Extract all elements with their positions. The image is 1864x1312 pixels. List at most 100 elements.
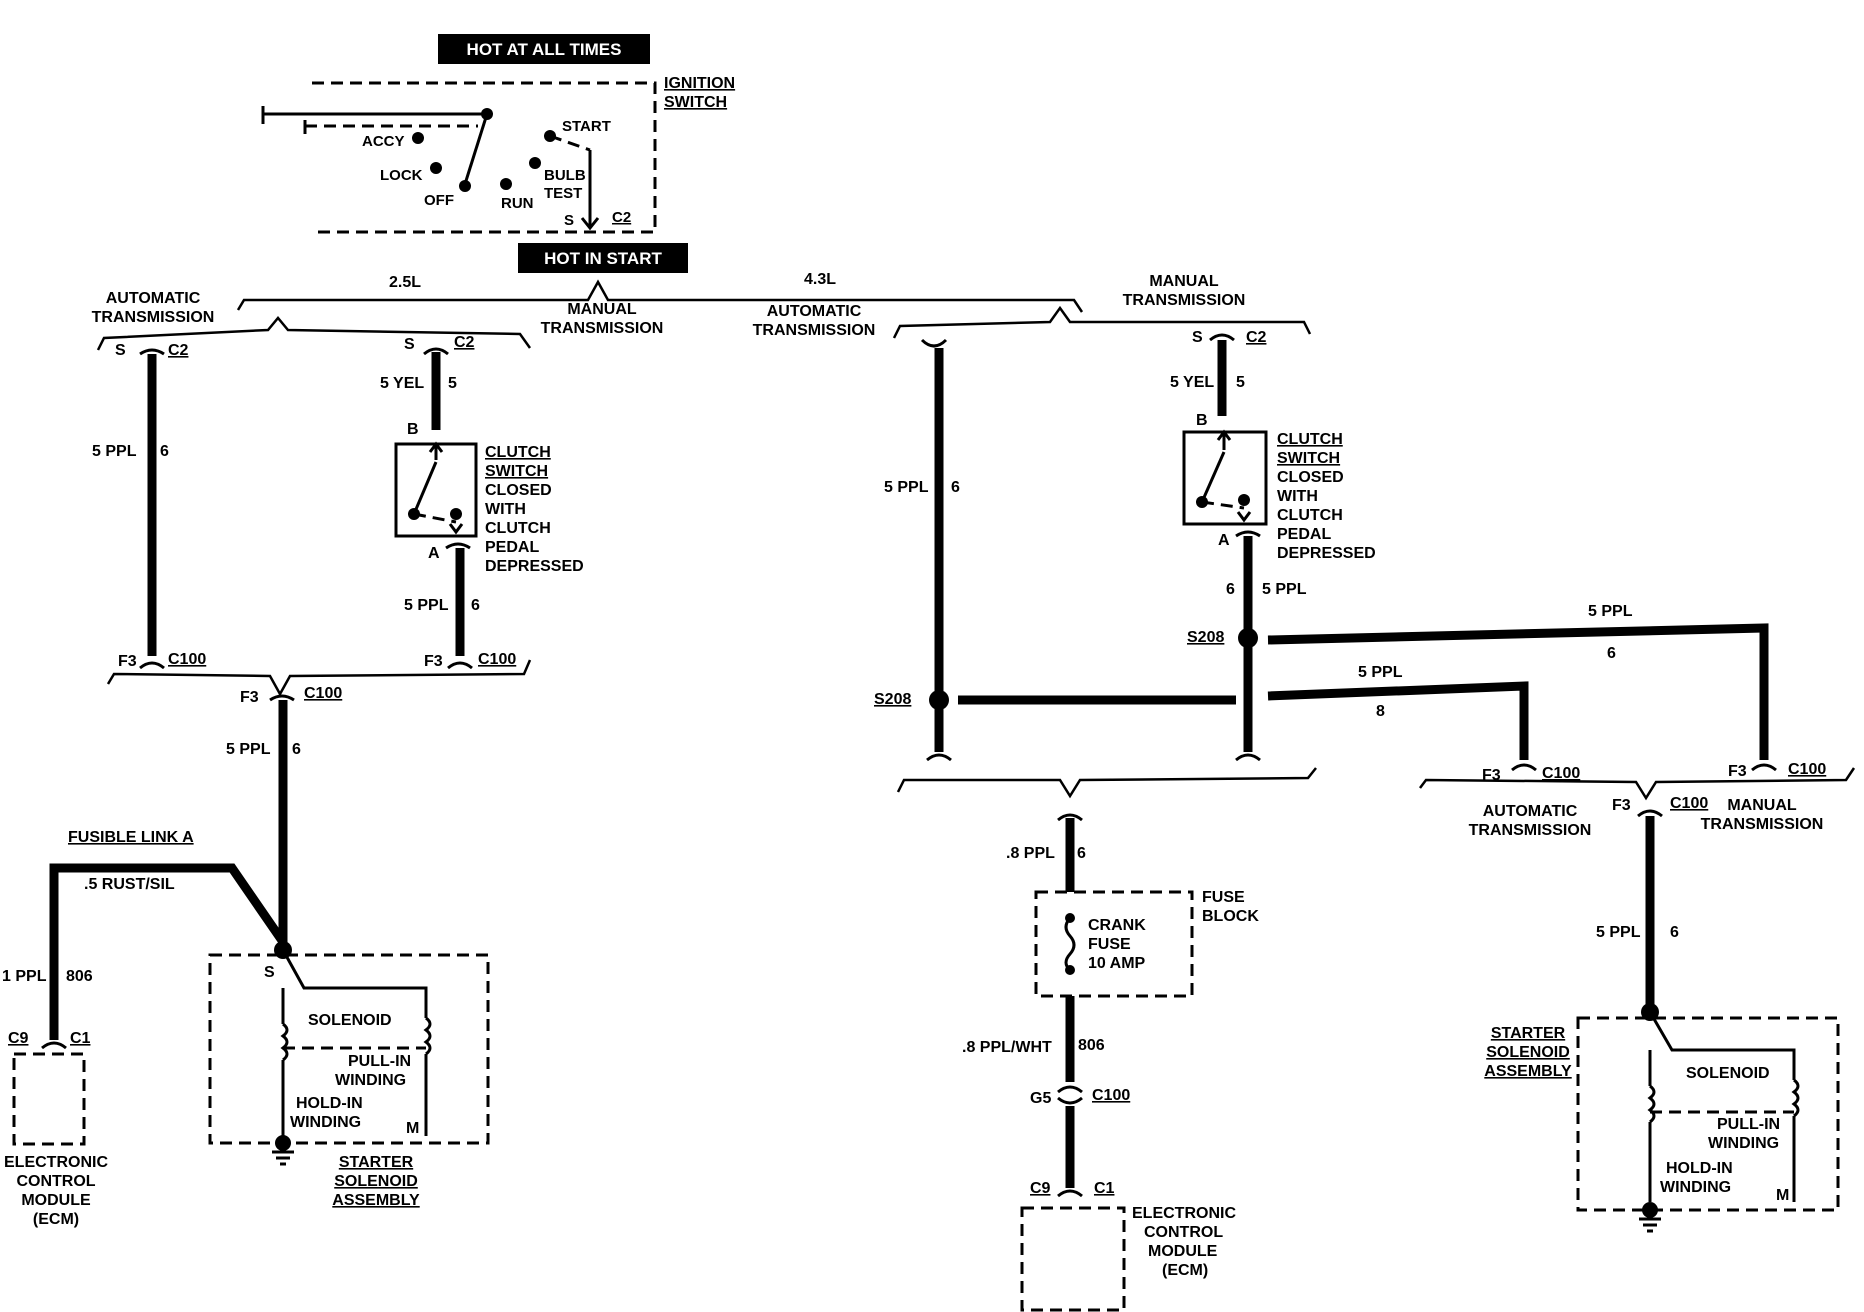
svg-text:6: 6 (951, 479, 960, 496)
svg-text:C100: C100 (304, 685, 342, 702)
svg-text:AUTOMATIC: AUTOMATIC (1483, 803, 1578, 820)
svg-text:HOT IN START: HOT IN START (544, 249, 662, 268)
svg-text:C9: C9 (8, 1030, 29, 1047)
svg-text:5: 5 (448, 375, 457, 392)
svg-text:WINDING: WINDING (1660, 1179, 1731, 1196)
svg-text:F3: F3 (118, 653, 137, 670)
svg-text:C1: C1 (1094, 1180, 1115, 1197)
ignition-switch: IGNITION SWITCH ACCY LOCK OFF RUN START … (261, 75, 735, 234)
svg-text:PEDAL: PEDAL (485, 539, 539, 556)
svg-text:TRANSMISSION: TRANSMISSION (92, 309, 215, 326)
svg-text:FUSE: FUSE (1088, 936, 1131, 953)
svg-text:ASSEMBLY: ASSEMBLY (1484, 1063, 1572, 1080)
svg-text:6: 6 (1607, 645, 1616, 662)
svg-text:6: 6 (160, 443, 169, 460)
svg-text:LOCK: LOCK (380, 167, 423, 184)
svg-text:TRANSMISSION: TRANSMISSION (753, 322, 876, 339)
svg-text:ELECTRONIC: ELECTRONIC (4, 1154, 108, 1171)
svg-text:SWITCH: SWITCH (664, 94, 727, 111)
svg-text:CLUTCH: CLUTCH (485, 520, 551, 537)
svg-text:TRANSMISSION: TRANSMISSION (541, 320, 664, 337)
svg-text:C100: C100 (1092, 1087, 1130, 1104)
svg-text:F3: F3 (1728, 763, 1747, 780)
svg-text:5 PPL: 5 PPL (92, 443, 137, 460)
svg-text:FUSE: FUSE (1202, 889, 1245, 906)
svg-text:5 PPL: 5 PPL (226, 741, 271, 758)
svg-text:G5: G5 (1030, 1090, 1051, 1107)
hot-at-all-times-banner: HOT AT ALL TIMES (438, 34, 650, 64)
svg-text:.8 PPL/WHT: .8 PPL/WHT (962, 1039, 1052, 1056)
svg-text:HOLD-IN: HOLD-IN (1666, 1160, 1733, 1177)
svg-text:CLOSED: CLOSED (485, 482, 552, 499)
svg-text:CONTROL: CONTROL (1144, 1224, 1223, 1241)
svg-text:PULL-IN: PULL-IN (1717, 1116, 1780, 1133)
svg-text:B: B (407, 421, 419, 438)
svg-text:C100: C100 (478, 651, 516, 668)
engine-braces: 2.5L 4.3L (236, 271, 1084, 313)
svg-text:5 YEL: 5 YEL (380, 375, 424, 392)
svg-text:C100: C100 (1670, 795, 1708, 812)
svg-text:AUTOMATIC: AUTOMATIC (767, 303, 862, 320)
left-circuit: AUTOMATIC TRANSMISSION MANUAL TRANSMISSI… (2, 290, 663, 1228)
svg-text:STARTER: STARTER (1491, 1025, 1566, 1042)
svg-text:(ECM): (ECM) (33, 1211, 79, 1228)
svg-text:.5 RUST/SIL: .5 RUST/SIL (84, 876, 175, 893)
svg-text:BULB: BULB (544, 167, 586, 184)
svg-text:M: M (1776, 1187, 1789, 1204)
svg-text:S208: S208 (874, 691, 911, 708)
svg-text:F3: F3 (240, 689, 259, 706)
svg-text:ACCY: ACCY (362, 133, 405, 150)
svg-text:6: 6 (471, 597, 480, 614)
svg-text:SWITCH: SWITCH (1277, 450, 1340, 467)
svg-text:C100: C100 (168, 651, 206, 668)
svg-text:6: 6 (1077, 845, 1086, 862)
svg-text:CRANK: CRANK (1088, 917, 1146, 934)
svg-text:C2: C2 (1246, 329, 1267, 346)
svg-text:C2: C2 (168, 342, 189, 359)
svg-text:S: S (404, 336, 415, 353)
svg-text:A: A (428, 545, 440, 562)
svg-text:C100: C100 (1542, 765, 1580, 782)
svg-text:DEPRESSED: DEPRESSED (485, 558, 584, 575)
svg-text:WINDING: WINDING (1708, 1135, 1779, 1152)
svg-text:F3: F3 (424, 653, 443, 670)
svg-text:8: 8 (1376, 703, 1385, 720)
svg-text:WINDING: WINDING (335, 1072, 406, 1089)
svg-text:S: S (264, 964, 275, 981)
svg-text:CLOSED: CLOSED (1277, 469, 1344, 486)
svg-text:PEDAL: PEDAL (1277, 526, 1331, 543)
svg-text:1 PPL: 1 PPL (2, 968, 47, 985)
svg-text:5 PPL: 5 PPL (1596, 924, 1641, 941)
svg-text:CONTROL: CONTROL (16, 1173, 95, 1190)
svg-text:S: S (1192, 329, 1203, 346)
svg-text:WITH: WITH (1277, 488, 1318, 505)
svg-text:S: S (564, 212, 574, 229)
svg-text:5 PPL: 5 PPL (884, 479, 929, 496)
svg-text:BLOCK: BLOCK (1202, 908, 1259, 925)
svg-text:TRANSMISSION: TRANSMISSION (1123, 292, 1246, 309)
svg-text:MODULE: MODULE (1148, 1243, 1218, 1260)
svg-text:(ECM): (ECM) (1162, 1262, 1208, 1279)
svg-text:SOLENOID: SOLENOID (334, 1173, 418, 1190)
svg-text:.8 PPL: .8 PPL (1006, 845, 1055, 862)
svg-text:PULL-IN: PULL-IN (348, 1053, 411, 1070)
svg-text:SWITCH: SWITCH (485, 463, 548, 480)
svg-text:A: A (1218, 532, 1230, 549)
svg-text:WINDING: WINDING (290, 1114, 361, 1131)
svg-text:TRANSMISSION: TRANSMISSION (1469, 822, 1592, 839)
svg-text:S208: S208 (1187, 629, 1224, 646)
svg-text:10 AMP: 10 AMP (1088, 955, 1146, 972)
right-circuit: AUTOMATIC TRANSMISSION MANUAL TRANSMISSI… (753, 273, 1856, 1312)
svg-text:2.5L: 2.5L (389, 274, 421, 291)
svg-text:5 PPL: 5 PPL (1262, 581, 1307, 598)
svg-text:TRANSMISSION: TRANSMISSION (1701, 816, 1824, 833)
svg-text:5 YEL: 5 YEL (1170, 374, 1214, 391)
svg-text:OFF: OFF (424, 192, 454, 209)
svg-text:CLUTCH: CLUTCH (1277, 507, 1343, 524)
svg-text:C100: C100 (1788, 761, 1826, 778)
svg-text:MANUAL: MANUAL (1727, 797, 1797, 814)
svg-text:F3: F3 (1612, 797, 1631, 814)
svg-text:ELECTRONIC: ELECTRONIC (1132, 1205, 1236, 1222)
svg-text:CLUTCH: CLUTCH (1277, 431, 1343, 448)
